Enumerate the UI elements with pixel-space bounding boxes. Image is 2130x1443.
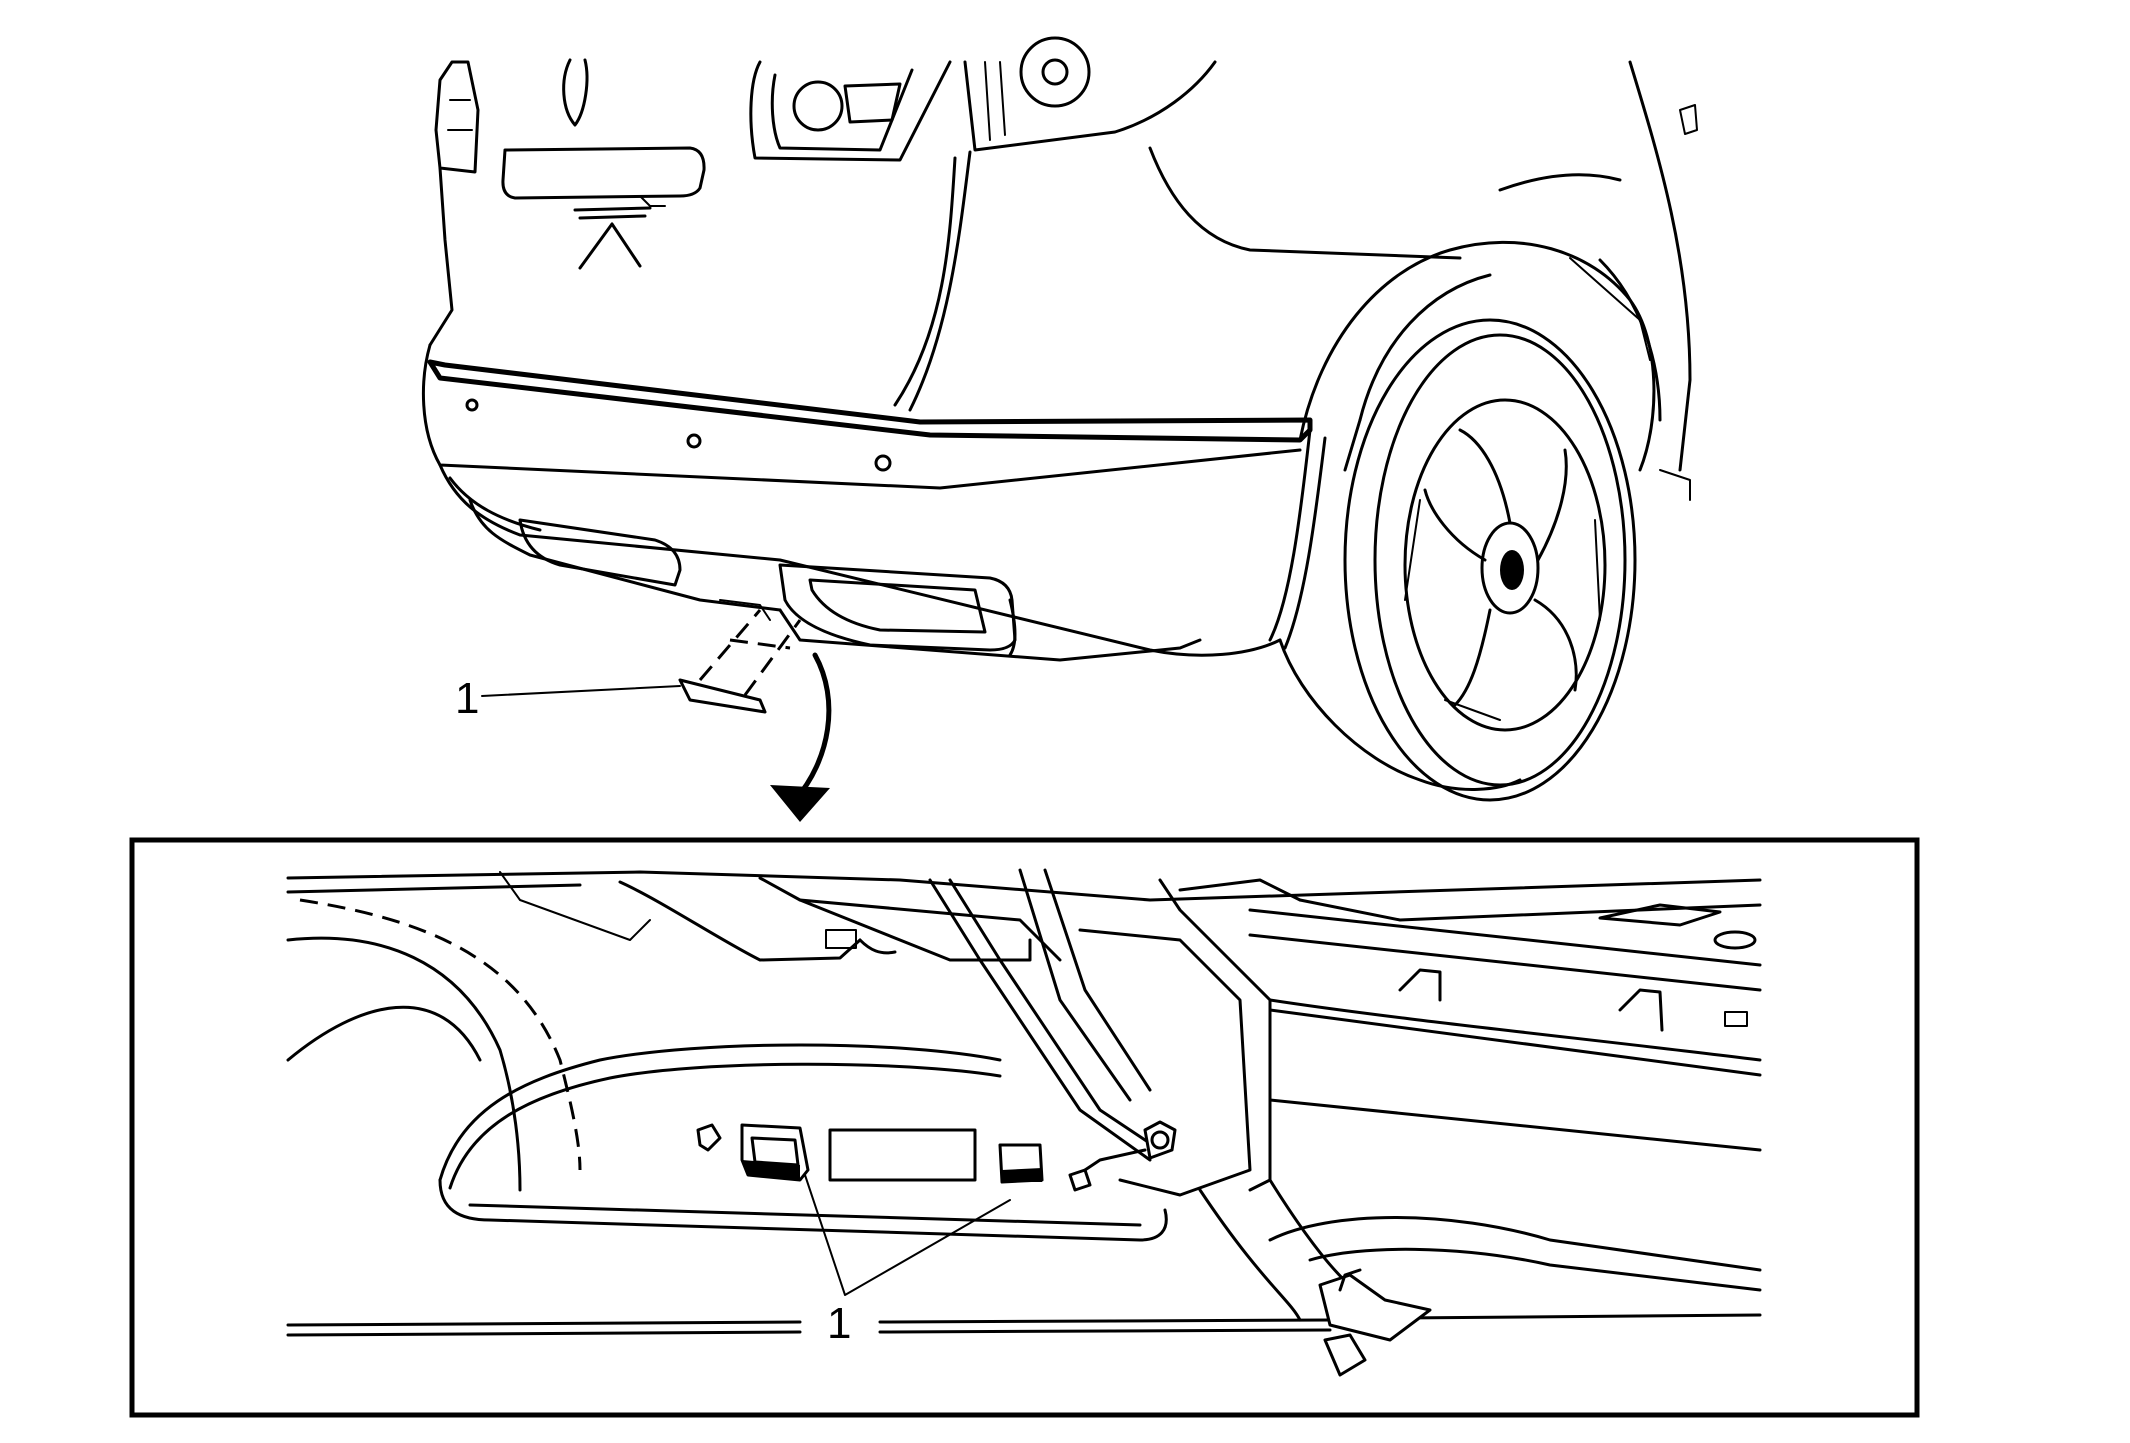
retainer-tab-left <box>740 1123 810 1182</box>
detail-frame <box>129 837 1920 1418</box>
park-sensor-1 <box>465 398 479 412</box>
callout-leader-top <box>481 685 681 697</box>
trailer-hitch-cover <box>678 609 802 714</box>
retainer-tab-right <box>998 1143 1044 1184</box>
detail-arrowhead <box>770 785 830 822</box>
detail-view: 1 <box>129 837 1920 1418</box>
brand-logo <box>573 206 652 270</box>
callout-label-top: 1 <box>455 674 479 723</box>
park-sensor-3 <box>874 454 892 472</box>
park-sensor-2 <box>686 433 702 449</box>
fastener <box>1068 1120 1177 1192</box>
locator-pin <box>696 1123 722 1152</box>
callout-leader-detail <box>804 1174 1011 1296</box>
liftgate-handle <box>501 146 706 200</box>
detail-arrow <box>792 652 832 803</box>
rear-wheel-tire <box>1343 318 1637 802</box>
wheel-rim <box>1403 398 1607 732</box>
label-recess <box>828 1128 977 1182</box>
vehicle-rear-view: 1 <box>421 36 1698 822</box>
callout-label-detail: 1 <box>827 1299 851 1348</box>
